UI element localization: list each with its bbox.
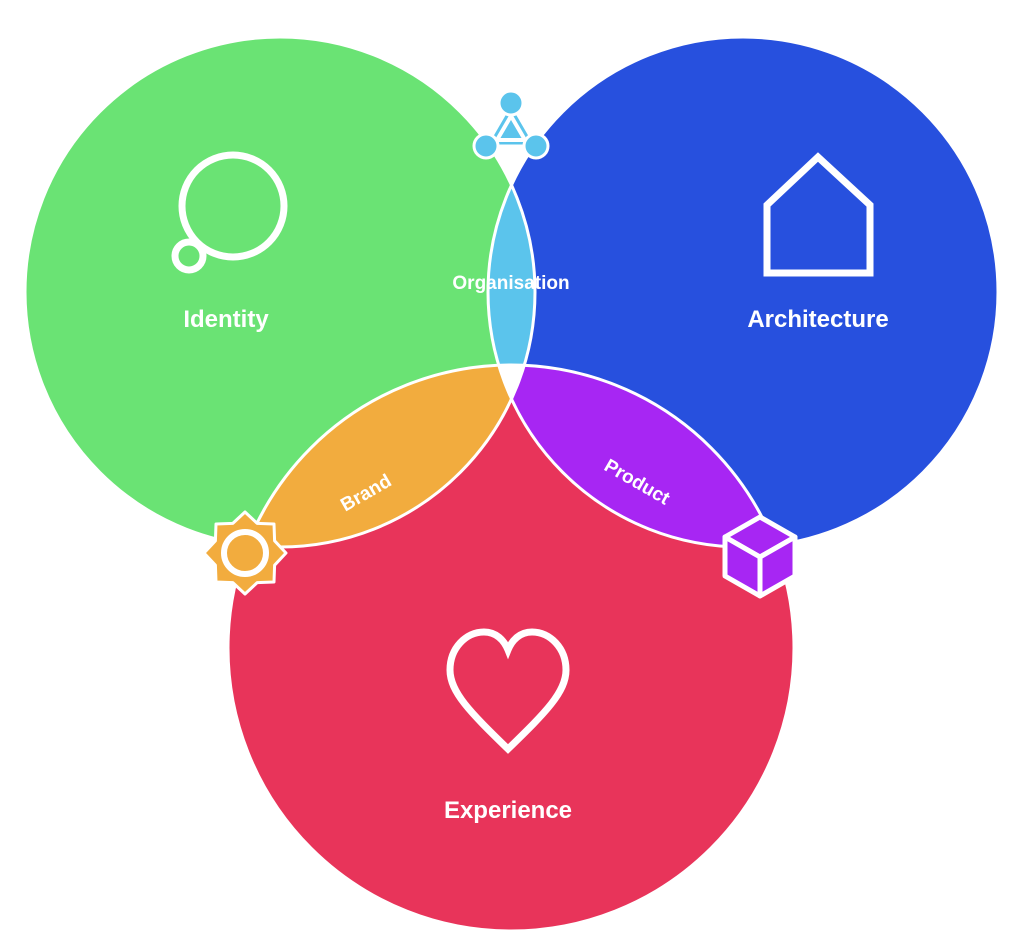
- triangle-nodes-icon: [472, 89, 550, 160]
- organisation-label: Organisation: [452, 273, 569, 294]
- architecture-label: Architecture: [747, 306, 888, 333]
- house-icon: [763, 152, 874, 277]
- experience-outline: [226, 363, 796, 933]
- brand-region: [228, 365, 535, 547]
- identity-label: Identity: [183, 306, 269, 333]
- sun-gear-icon: [202, 510, 288, 596]
- product-region: [488, 365, 794, 547]
- thought-bubble-icon: [171, 151, 288, 274]
- heart-icon: [446, 628, 570, 754]
- experience-label: Experience: [444, 797, 572, 824]
- cube-icon: [722, 514, 798, 599]
